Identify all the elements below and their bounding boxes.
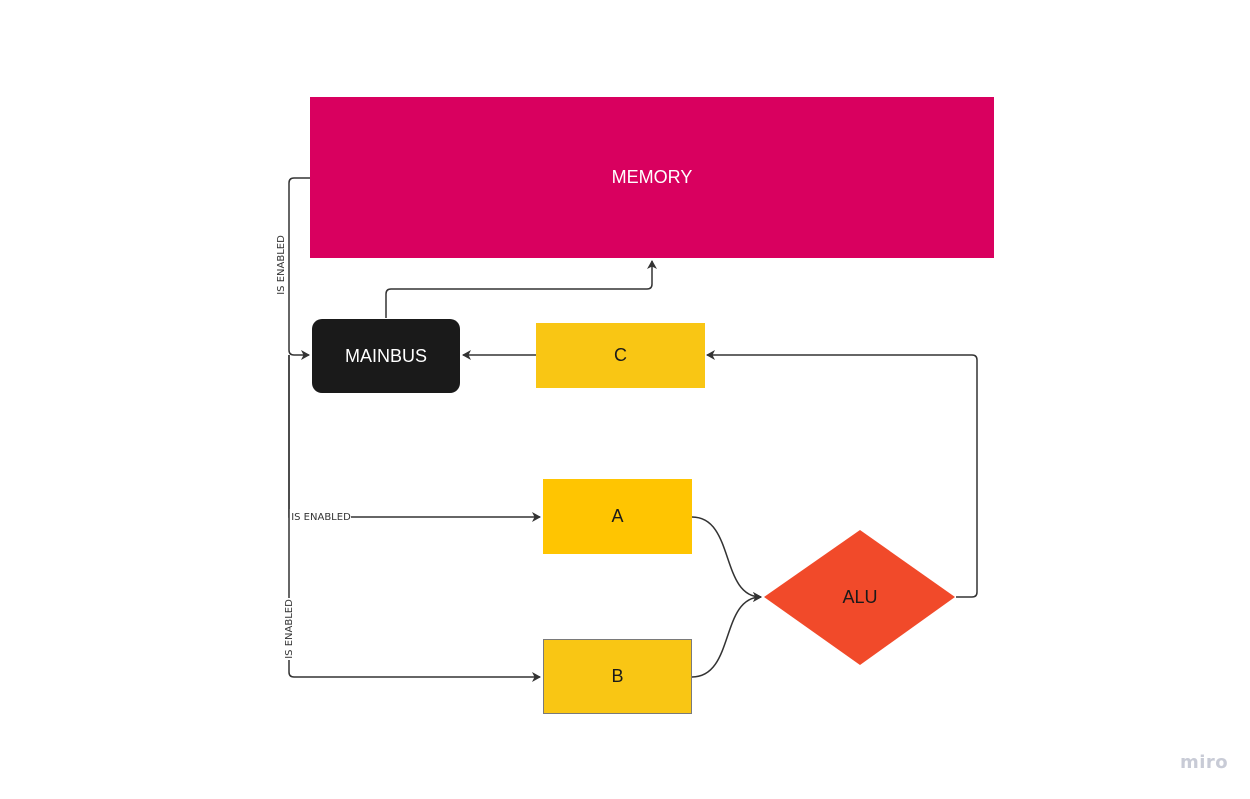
- edge-label-memory-mainbus: IS ENABLED: [276, 235, 287, 295]
- edge-label-mainbus-a: IS ENABLED: [291, 512, 351, 523]
- connector-mainbus-memory[interactable]: [385, 260, 657, 318]
- mainbus-label: MAINBUS: [344, 345, 427, 366]
- edge-label-mainbus-b: IS ENABLED: [284, 599, 295, 659]
- edge-label-bg: [273, 234, 287, 296]
- miro-logo: miro: [1180, 752, 1229, 773]
- connector-b-alu[interactable]: [691, 592, 762, 678]
- register-b-label: B: [611, 666, 624, 686]
- mainbus-node[interactable]: MAINBUS: [312, 319, 460, 393]
- register-b-node[interactable]: B: [543, 639, 692, 714]
- register-a-label: A: [611, 506, 624, 526]
- alu-label: ALU: [842, 586, 878, 607]
- edge-label-bg: [281, 598, 295, 660]
- connector-a-alu[interactable]: [691, 516, 762, 602]
- memory-node[interactable]: MEMORY: [310, 97, 994, 258]
- memory-label: MEMORY: [611, 167, 693, 187]
- connector-memory-mainbus[interactable]: [288, 177, 310, 360]
- register-c-node[interactable]: C: [536, 323, 705, 388]
- edge-label-bg: [289, 509, 351, 524]
- connector-mainbus-b[interactable]: [288, 355, 541, 682]
- alu-diamond[interactable]: [764, 530, 955, 665]
- connector-alu-c[interactable]: [706, 350, 978, 598]
- register-c-label: C: [614, 345, 627, 365]
- register-a-node[interactable]: A: [543, 479, 692, 554]
